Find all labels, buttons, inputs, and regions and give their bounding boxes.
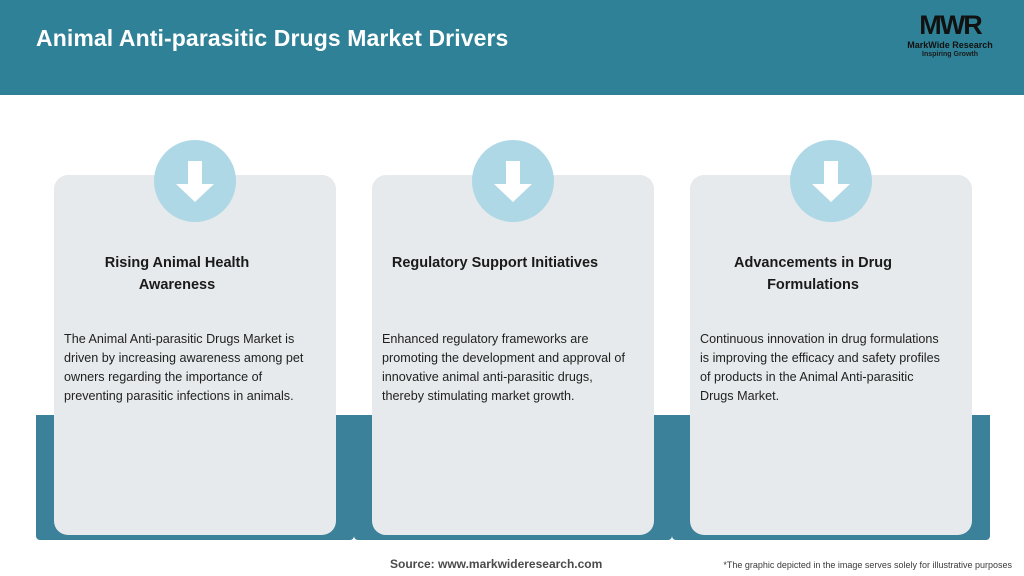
driver-card-2: Regulatory Support Initiatives Enhanced …	[354, 140, 672, 545]
driver-card-1: Rising Animal Health Awareness The Anima…	[36, 140, 354, 545]
card-description: Continuous innovation in drug formulatio…	[700, 332, 940, 404]
footer-disclaimer-text: *The graphic depicted in the image serve…	[723, 560, 1012, 570]
card-title: Rising Animal Health Awareness	[104, 255, 250, 294]
down-arrow-icon	[154, 140, 236, 222]
logo-monogram: MWR	[919, 10, 983, 41]
brand-logo: MWR MarkWide Research Inspiring Growth	[894, 8, 1006, 64]
page-title: Animal Anti-parasitic Drugs Market Drive…	[36, 25, 509, 51]
card-panel	[54, 175, 336, 535]
logo-company-name: MarkWide Research	[907, 40, 993, 51]
down-arrow-icon	[790, 140, 872, 222]
card-description: The Animal Anti-parasitic Drugs Market i…	[64, 332, 304, 404]
card-description: Enhanced regulatory frameworks are promo…	[382, 332, 625, 404]
footer-source-text: Source: www.markwideresearch.com	[390, 557, 603, 571]
header-bar: Animal Anti-parasitic Drugs Market Drive…	[0, 0, 1024, 95]
card-panel	[372, 175, 654, 535]
driver-card-3: Advancements in Drug Formulations Contin…	[672, 140, 990, 545]
logo-tagline: Inspiring Growth	[922, 51, 978, 59]
card-title: Advancements in Drug Formulations	[734, 255, 892, 294]
card-title: Regulatory Support Initiatives	[391, 255, 599, 271]
card-panel	[690, 175, 972, 535]
down-arrow-icon	[472, 140, 554, 222]
